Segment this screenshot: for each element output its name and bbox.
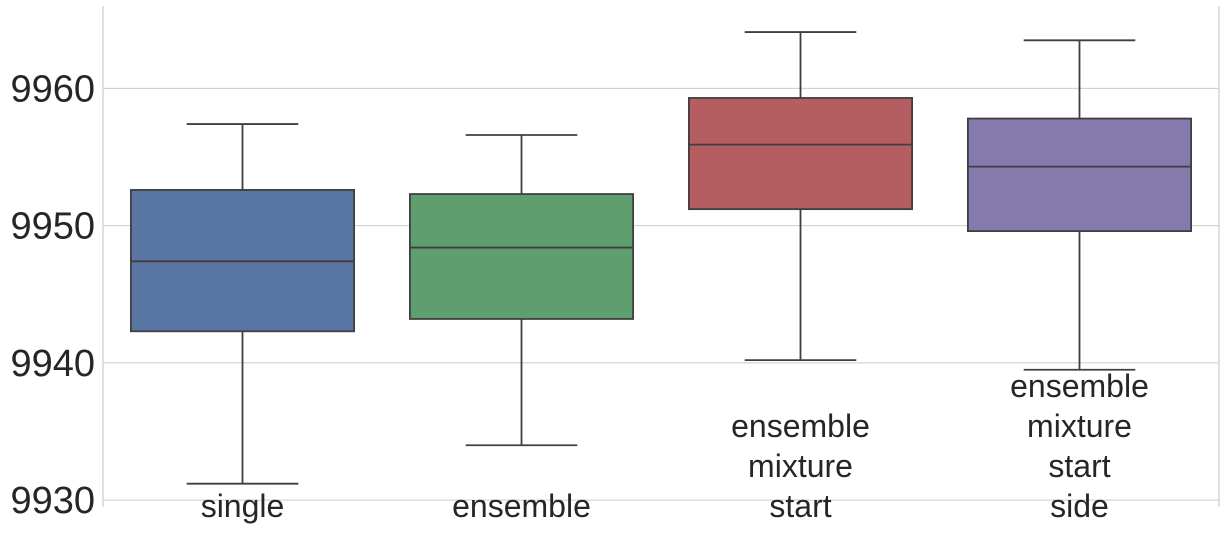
x-tick-label: single: [201, 488, 285, 524]
x-tick-label: start: [1048, 448, 1110, 484]
x-tick-label: ensemble: [1010, 368, 1149, 404]
x-tick-labels: single ensemble ensemble mixture start ensemb…: [201, 368, 1149, 524]
y-tick-label: 9960: [10, 68, 95, 110]
x-tick-label: ensemble: [452, 488, 591, 524]
y-tick-labels: 9930 9940 9950 9960: [10, 68, 95, 522]
x-tick-label: ensemble: [731, 408, 870, 444]
axes-layer: [102, 6, 1220, 507]
box-iqr: [408, 193, 634, 320]
x-tick-label: mixture: [1027, 408, 1132, 444]
box-group: [129, 123, 355, 485]
y-tick-label: 9940: [10, 343, 95, 385]
x-tick-label: start: [769, 488, 831, 524]
y-tick-label: 9950: [10, 206, 95, 248]
box-group: [408, 134, 634, 447]
box-layer: [129, 31, 1193, 485]
box-iqr: [688, 97, 914, 211]
x-tick-label: side: [1050, 488, 1109, 524]
y-tick-label: 9930: [10, 480, 95, 522]
x-tick-label: mixture: [748, 448, 853, 484]
box-group: [688, 31, 914, 362]
box-iqr: [967, 117, 1193, 233]
box-group: [967, 39, 1193, 371]
